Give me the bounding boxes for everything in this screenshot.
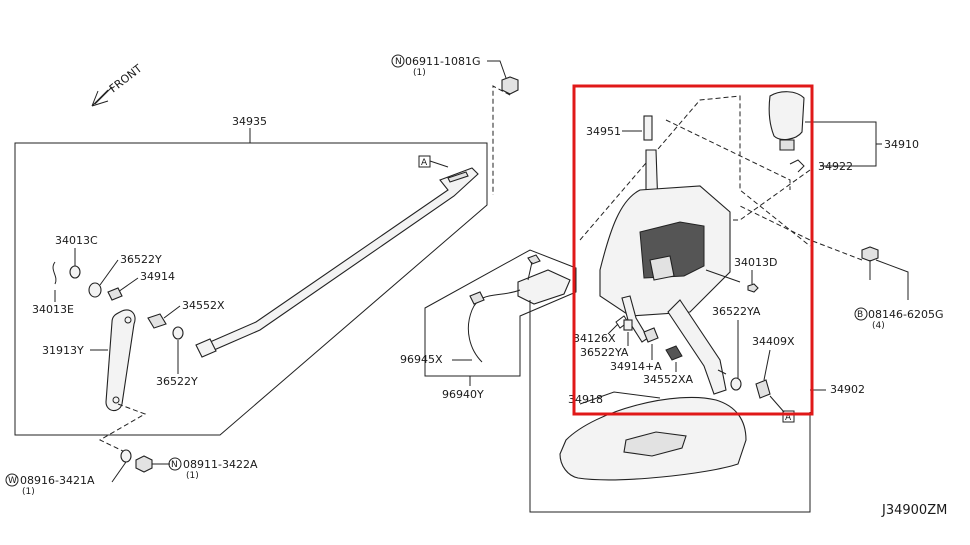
label-08911-3422A: 08911-3422A [183,458,258,471]
label-34126X: 34126X [573,332,616,345]
label-34013E: 34013E [32,303,74,316]
label-34902: 34902 [830,383,865,396]
washer-36522Y-icon [88,282,102,298]
lever-31913Y [105,309,136,412]
nut-symbol-2-icon [168,457,182,471]
highlight-box [572,84,814,416]
console-assembly: 34918 34902 [529,300,865,513]
clip-34922-icon [789,159,805,173]
label-36522YA-b: 36522YA [580,346,629,359]
nut-symbol-2: N [171,460,178,470]
qty-08146: (4) [872,321,885,331]
bushing-34914-icon [107,287,123,301]
front-arrow: FRONT [91,62,145,107]
washer-symbol-icon [5,473,19,487]
ref-marker-a: A [421,158,428,168]
label-31913Y: 31913Y [42,344,84,357]
qty-08911: (1) [186,471,199,481]
harness-connector [517,269,571,305]
qty-08916: (1) [22,487,35,497]
bolt-symbol-icon [854,307,868,321]
label-34935: 34935 [232,115,267,128]
knob-base [779,139,795,151]
label-08916-3421A: 08916-3421A [20,474,95,487]
washer-symbol: W [8,476,17,486]
shifter-block [649,255,675,281]
diagram-code: J34900ZM [881,503,947,518]
bolt-symbol: B [857,310,863,320]
callout-08146-6205G: B 08146-6205G (4) [739,205,943,331]
ref-marker-a-2: A [785,413,792,423]
washer-08916-icon [120,449,132,463]
pin-34013D-icon [747,283,759,293]
label-08146-6205G: 08146-6205G [868,308,943,321]
bushing-34552XA-icon [665,345,683,361]
front-label: FRONT [107,62,145,96]
bushing-34552X-icon [147,313,167,329]
cable-eye [447,171,469,183]
bushing-34914A-icon [643,327,659,343]
assembly-34935: 34935 A [14,115,488,436]
cable-end-34409X-icon [755,379,771,399]
bolt-08146-icon [861,246,879,262]
callout-06911-1081G: N 06911-1081G (1) [391,54,519,195]
shifter-leg [621,295,649,343]
left-small-parts: 34013C 36522Y 34914 34013E 34552X 31913Y… [32,234,225,483]
label-34013D: 34013D [734,256,777,269]
label-36522YA-a: 36522YA [712,305,761,318]
label-96940Y: 96940Y [442,388,484,401]
label-34914A: 34914+A [610,360,662,373]
label-36522Y-a: 36522Y [120,253,162,266]
cable-end [195,338,217,358]
shifter-assembly: 34951 34013D 36522YA 34409X A 34126X 365… [573,95,811,423]
qty-06911: (1) [413,68,426,78]
label-34914: 34914 [140,270,175,283]
harness-clip [527,254,541,265]
label-34409X: 34409X [752,335,795,348]
callout-08911-3422A: N 08911-3422A (1) [152,457,258,481]
harness-plug [469,291,485,305]
nut-symbol-icon [391,54,405,68]
shift-knob [768,91,805,141]
clip-34013E-icon [52,261,57,285]
label-34910: 34910 [884,138,919,151]
console-opening [623,431,687,457]
shifter-bracket [667,299,727,395]
label-34013C: 34013C [55,234,98,247]
label-96945X: 96945X [400,353,443,366]
label-34918: 34918 [568,393,603,406]
pin-34951 [643,115,653,141]
nut-symbol: N [395,57,402,67]
label-34552XA: 34552XA [643,373,694,386]
label-34951: 34951 [586,125,621,138]
plate-36522YA-icon [623,319,633,331]
knob-assembly: 34910 34922 [665,91,919,221]
label-34552X: 34552X [182,299,225,312]
label-34922: 34922 [818,160,853,173]
ref-marker-a-2-box [782,410,795,423]
callout-08916-3421A: W 08916-3421A (1) [5,473,95,497]
washer-36522YA-a-icon [730,377,742,391]
washer-36522Y-b-icon [172,326,184,340]
nut-06911-icon [501,76,519,95]
nut-08911-icon [135,455,153,473]
shift-cable-rod [209,167,479,351]
washer-34013C-icon [69,265,81,279]
label-36522Y-b: 36522Y [156,375,198,388]
harness-assembly: 96945X 96940Y [400,249,577,401]
label-06911-1081G: 06911-1081G [405,55,480,68]
